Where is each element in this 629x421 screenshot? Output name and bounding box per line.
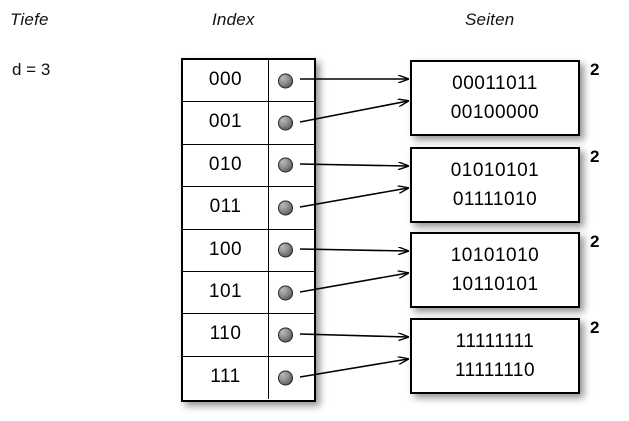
pointer-bullet-icon bbox=[278, 242, 293, 258]
page-local-depth: 2 bbox=[590, 232, 600, 251]
page-box[interactable]: 00011011 00100000 bbox=[410, 60, 580, 136]
index-row[interactable]: 001 bbox=[183, 102, 314, 145]
index-pointer-cell bbox=[269, 102, 314, 143]
index-key: 100 bbox=[183, 229, 269, 271]
page-box[interactable]: 10101010 10110101 bbox=[410, 232, 580, 308]
index-key: 011 bbox=[183, 187, 269, 229]
index-row[interactable]: 010 bbox=[183, 144, 314, 188]
pointer-arrow bbox=[299, 334, 408, 337]
index-pointer-cell bbox=[269, 230, 314, 271]
page-local-depth: 2 bbox=[590, 318, 600, 337]
page-record: 01010101 bbox=[450, 160, 540, 181]
page-record: 10110101 bbox=[451, 274, 539, 295]
page-local-depth: 2 bbox=[590, 60, 600, 79]
page-record: 00100000 bbox=[450, 102, 540, 123]
page-record: 01111010 bbox=[452, 189, 538, 210]
page-box[interactable]: 01010101 01111010 bbox=[410, 147, 580, 223]
pointer-arrow bbox=[299, 359, 408, 378]
column-heading-pages: Seiten bbox=[465, 10, 515, 29]
pointer-bullet-icon bbox=[278, 200, 293, 216]
pointer-bullet-icon bbox=[278, 285, 293, 301]
page-record: 00011011 bbox=[452, 73, 538, 94]
index-row[interactable]: 110 bbox=[183, 314, 314, 357]
column-heading-index: Index bbox=[212, 10, 255, 29]
column-heading-depth: Tiefe bbox=[10, 10, 49, 29]
page-local-depth: 2 bbox=[590, 147, 600, 166]
page-record: 11111110 bbox=[454, 360, 536, 381]
index-row[interactable]: 101 bbox=[183, 271, 314, 315]
index-row[interactable]: 111 bbox=[183, 356, 314, 399]
index-pointer-cell bbox=[269, 60, 314, 101]
pointer-arrow bbox=[299, 101, 408, 123]
pointer-bullet-icon bbox=[278, 115, 293, 131]
pointer-bullet-icon bbox=[278, 370, 293, 386]
page-box[interactable]: 11111111 11111110 bbox=[410, 318, 580, 394]
index-key: 101 bbox=[183, 271, 269, 314]
pointer-bullet-icon bbox=[278, 73, 293, 89]
pointer-arrow bbox=[299, 249, 408, 251]
index-pointer-cell bbox=[269, 145, 314, 186]
index-key: 111 bbox=[183, 356, 269, 399]
page-record: 11111111 bbox=[455, 331, 535, 352]
page-record: 10101010 bbox=[450, 245, 540, 266]
pointer-bullet-icon bbox=[278, 327, 293, 343]
pointer-arrow bbox=[299, 273, 408, 293]
index-key: 001 bbox=[183, 102, 269, 144]
index-pointer-cell bbox=[269, 314, 314, 355]
depth-value-label: d = 3 bbox=[12, 60, 51, 79]
index-pointer-cell bbox=[269, 187, 314, 228]
index-pointer-cell bbox=[269, 357, 314, 399]
pointer-arrow bbox=[299, 188, 408, 208]
index-key: 000 bbox=[183, 60, 269, 102]
index-table: 000 001 010 011 100 bbox=[181, 58, 316, 402]
pointer-arrow bbox=[299, 164, 408, 166]
pointer-bullet-icon bbox=[278, 157, 293, 173]
index-key: 010 bbox=[183, 144, 269, 187]
index-row[interactable]: 100 bbox=[183, 229, 314, 272]
index-pointer-cell bbox=[269, 272, 314, 313]
index-row[interactable]: 011 bbox=[183, 187, 314, 230]
index-key: 110 bbox=[183, 314, 269, 356]
index-row[interactable]: 000 bbox=[183, 60, 314, 103]
